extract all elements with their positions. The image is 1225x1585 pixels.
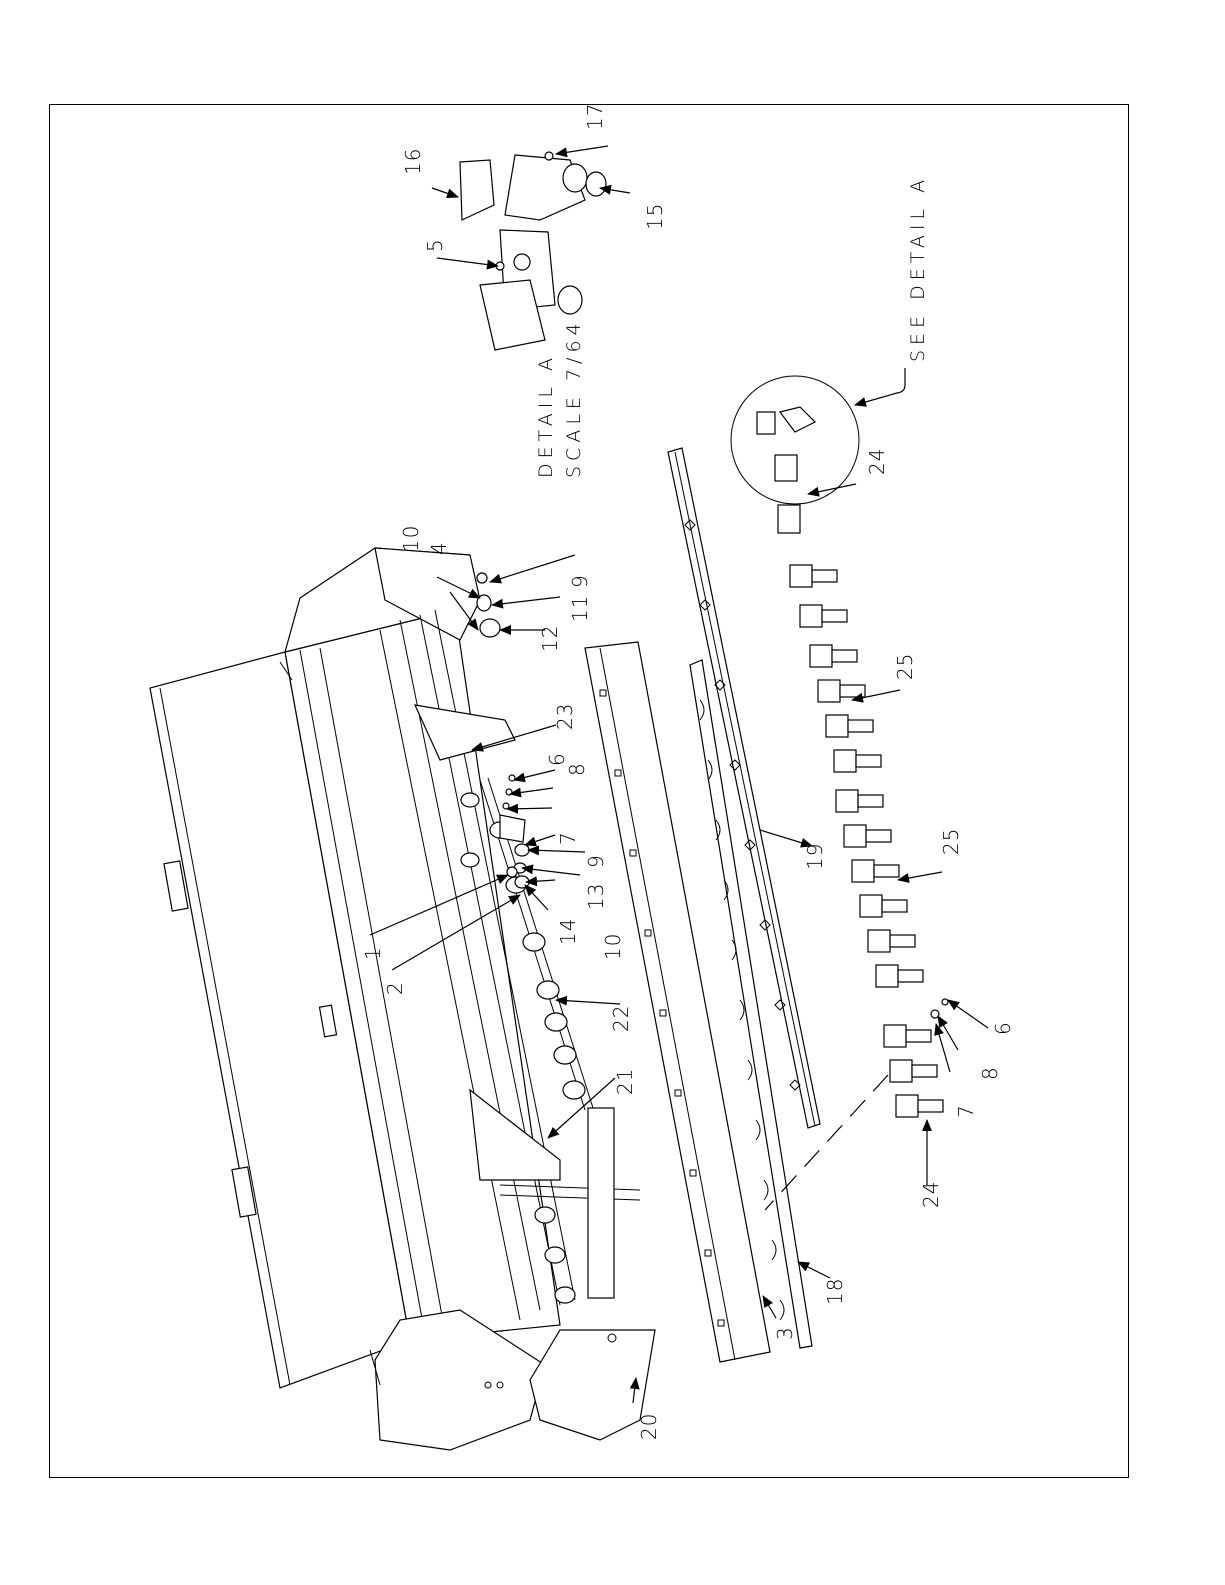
callout-14: 14 <box>556 918 580 945</box>
callout-3: 3 <box>773 1326 797 1340</box>
callout-17: 17 <box>583 103 607 130</box>
callout-7-top: 7 <box>556 831 580 845</box>
callout-11: 11 <box>568 595 592 622</box>
callout-16: 16 <box>401 148 425 175</box>
callout-21: 21 <box>613 1068 637 1095</box>
callout-15: 15 <box>643 203 667 230</box>
nozzle-group-middle <box>836 790 923 987</box>
callout-9-mid: 9 <box>584 854 608 868</box>
callout-1: 1 <box>361 946 385 960</box>
hopper-assembly <box>150 548 655 1450</box>
callout-12: 12 <box>538 625 562 652</box>
see-detail-note: SEE DETAIL A <box>907 175 929 362</box>
callout-22: 22 <box>609 1005 633 1032</box>
callout-9-top: 9 <box>568 574 592 588</box>
callout-24-detail: 24 <box>865 448 889 475</box>
callout-13: 13 <box>584 883 608 910</box>
callout-18: 18 <box>823 1278 847 1305</box>
detail-a-title: DETAIL A <box>535 353 557 478</box>
detail-a-scale: SCALE 7/64 <box>563 318 585 478</box>
callout-25-upper: 25 <box>893 653 917 680</box>
detail-a-note: DETAIL A SCALE 7/64 <box>535 318 585 478</box>
detail-a-circle <box>731 376 859 533</box>
callout-20: 20 <box>637 1413 661 1440</box>
callout-8-bottom: 8 <box>978 1066 1002 1080</box>
callout-24-bottom: 24 <box>919 1181 943 1208</box>
callout-25-lower: 25 <box>939 828 963 855</box>
callout-19: 19 <box>803 843 827 870</box>
callout-2: 2 <box>383 981 407 995</box>
callout-10-top: 10 <box>399 525 423 552</box>
callout-5: 5 <box>423 238 447 252</box>
callout-23: 23 <box>553 703 577 730</box>
callout-4: 4 <box>427 541 451 555</box>
callout-6-bottom: 6 <box>991 1021 1015 1035</box>
callout-7-bottom: 7 <box>954 1104 978 1118</box>
callout-8-top: 8 <box>565 762 589 776</box>
callout-10-mid: 10 <box>601 933 625 960</box>
nozzle-group-upper <box>790 565 881 772</box>
